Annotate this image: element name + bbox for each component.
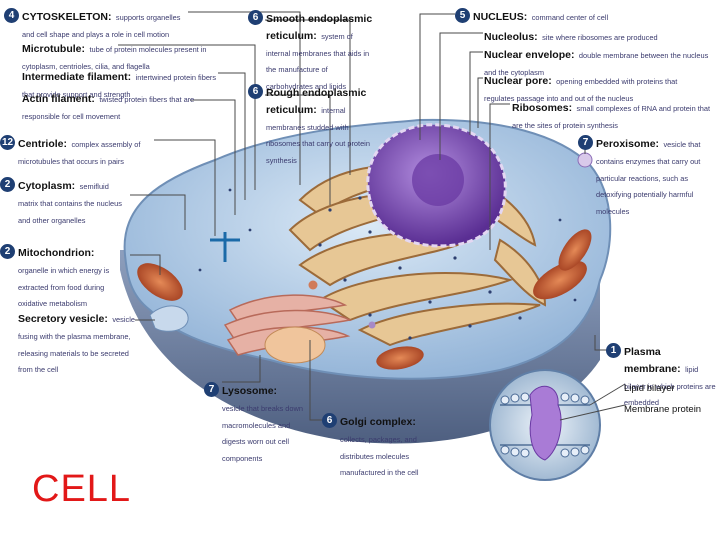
- nucleus-title: NUCLEUS:: [473, 11, 527, 23]
- ribosomes-title: Ribosomes:: [512, 102, 572, 114]
- lysosome-title: Lysosome:: [222, 385, 277, 397]
- nucleolus: [412, 154, 464, 206]
- number-badge: 12: [0, 135, 15, 150]
- number-badge: 6: [248, 10, 263, 25]
- mitochondrion-desc: organelle in which energy is extracted f…: [18, 266, 109, 309]
- label-peroxisome: 7 Peroxisome: vesicle that contains enzy…: [578, 135, 718, 219]
- label-actin-filament: Actin filament: twisted protein fibers t…: [22, 90, 197, 124]
- number-badge: 6: [248, 84, 263, 99]
- label-ribosomes: Ribosomes: small complexes of RNA and pr…: [512, 99, 717, 133]
- number-badge: 2: [0, 177, 15, 192]
- number-badge: 7: [204, 382, 219, 397]
- label-nucleus: 5 NUCLEUS: command center of cell: [455, 8, 685, 25]
- label-cytoplasm: 2 Cytoplasm: semifluid matrix that conta…: [0, 177, 130, 227]
- smooth-er-title: Smooth endoplasmic reticulum:: [266, 13, 372, 42]
- cytoskeleton-title: CYTOSKELETON:: [22, 11, 111, 23]
- number-badge: 5: [455, 8, 470, 23]
- lysosome-desc: vesicle that breaks down macromolecules …: [222, 404, 303, 463]
- golgi-desc: collects, packages, and distributes mole…: [340, 435, 418, 478]
- nuclear-envelope-title: Nuclear envelope:: [484, 49, 574, 61]
- membrane-inset: [490, 370, 600, 480]
- label-golgi-complex: 6 Golgi complex: collects, packages, and…: [322, 413, 442, 480]
- label-centriole: 12 Centriole: complex assembly of microt…: [0, 135, 155, 169]
- peroxisome-title: Peroxisome:: [596, 138, 659, 150]
- label-mitochondrion: 2 Mitochondrion: organelle in which ener…: [0, 244, 128, 311]
- nucleolus-desc: site where ribosomes are produced: [542, 33, 657, 42]
- cytoplasm-title: Cytoplasm:: [18, 180, 75, 192]
- number-badge: 6: [322, 413, 337, 428]
- actin-filament-title: Actin filament:: [22, 93, 95, 105]
- label-nucleolus: Nucleolus: site where ribosomes are prod…: [484, 28, 709, 45]
- intermediate-filament-title: Intermediate filament:: [22, 71, 131, 83]
- microtubule-title: Microtubule:: [22, 43, 85, 55]
- nuclear-pore-title: Nuclear pore:: [484, 75, 552, 87]
- label-membrane-protein: Membrane protein: [624, 400, 719, 417]
- membrane-protein-title: Membrane protein: [624, 404, 701, 415]
- rough-er-title: Rough endoplasmic reticulum:: [266, 87, 366, 116]
- number-badge: 2: [0, 244, 15, 259]
- lipid-bilayer-title: Lipid bilayer: [624, 383, 675, 394]
- vesicle: [369, 322, 376, 329]
- label-cytoskeleton: 4 CYTOSKELETON: supports organelles and …: [4, 8, 189, 42]
- nucleolus-title: Nucleolus:: [484, 31, 538, 43]
- golgi-title: Golgi complex:: [340, 416, 416, 428]
- number-badge: 7: [578, 135, 593, 150]
- vesicle: [309, 281, 318, 290]
- cell-caption: CELL: [32, 468, 131, 511]
- peroxisome-desc: vesicle that contains enzymes that carry…: [596, 140, 700, 216]
- mitochondrion-title: Mitochondrion:: [18, 247, 94, 259]
- label-smooth-er: 6 Smooth endoplasmic reticulum: system o…: [248, 10, 373, 94]
- label-lysosome: 7 Lysosome: vesicle that breaks down mac…: [204, 382, 304, 466]
- label-rough-er: 6 Rough endoplasmic reticulum: internal …: [248, 84, 373, 168]
- nucleus: [368, 125, 506, 246]
- lysosome: [265, 327, 325, 363]
- label-secretory-vesicle: Secretory vesicle: vesicle fusing with t…: [18, 310, 136, 377]
- number-badge: 4: [4, 8, 19, 23]
- secretory-vesicle-title: Secretory vesicle:: [18, 313, 108, 325]
- plasma-membrane-title: Plasma membrane:: [624, 346, 681, 375]
- number-badge: 1: [606, 343, 621, 358]
- centriole-title: Centriole:: [18, 138, 67, 150]
- label-lipid-bilayer: Lipid bilayer: [624, 379, 719, 396]
- nucleus-desc: command center of cell: [532, 13, 608, 22]
